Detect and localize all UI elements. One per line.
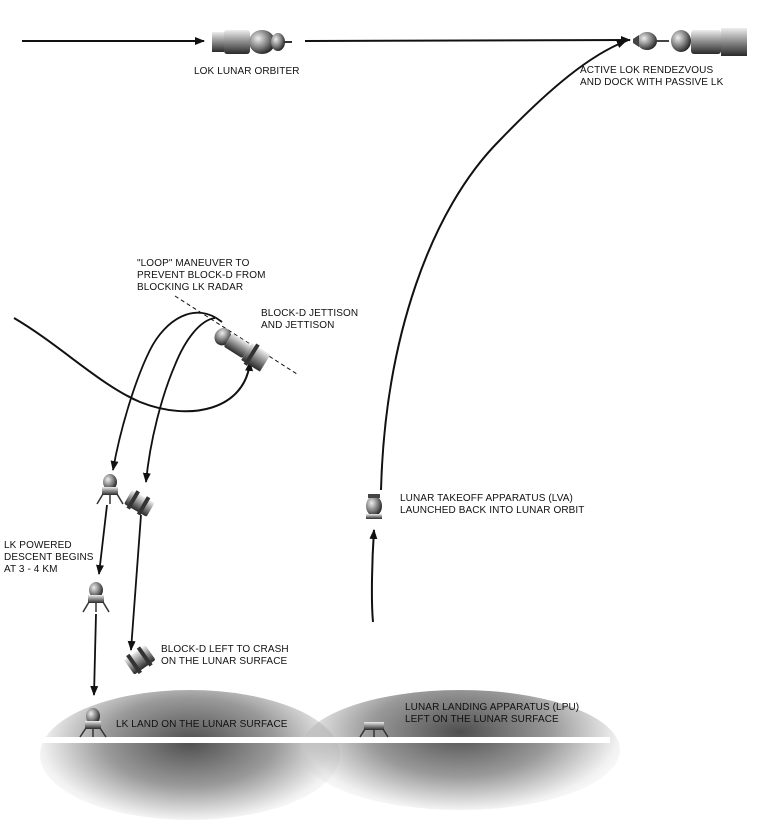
block-d-stage-icon: [124, 645, 155, 675]
lk-descent-arrow-1: [96, 504, 108, 575]
lk-land-label: LK LAND ON THE LUNAR SURFACE: [116, 719, 288, 730]
lok-orbiter-label: LOK LUNAR ORBITER: [194, 66, 300, 77]
lva-ascent-stage-icon: [366, 494, 382, 519]
separation-dashed-line: [174, 295, 298, 375]
docked-lok-lk-icon: [633, 28, 747, 56]
loop-maneuver-label: "LOOP" MANEUVER TO PREVENT BLOCK-D FROM …: [137, 258, 266, 293]
lk-separation-arc: [110, 311, 223, 471]
lk-lander-icon: [79, 708, 107, 738]
lva-launch-arrow: [369, 529, 378, 623]
lok-spacecraft-icon: [212, 30, 292, 54]
lunar-surface-line: [0, 737, 610, 743]
lk-lander-icon: [96, 474, 124, 505]
block-d-stage-icon: [214, 327, 271, 372]
block-d-stage-icon: [124, 490, 154, 517]
blockd-descent-arrow: [127, 514, 142, 651]
block-d-jettison-label: BLOCK-D JETTISON AND JETTISON: [261, 308, 359, 331]
lpu-label: LUNAR LANDING APPARATUS (LPU) LEFT ON TH…: [405, 702, 580, 725]
lk-descent-arrow-2: [90, 613, 99, 696]
orbit-arrow-2: [304, 36, 631, 45]
block-d-crash-label: BLOCK-D LEFT TO CRASH ON THE LUNAR SURFA…: [161, 644, 289, 667]
lk-lander-icon: [82, 582, 110, 613]
rendezvous-label: ACTIVE LOK RENDEZVOUS AND DOCK WITH PASS…: [580, 65, 724, 88]
powered-descent-label: LK POWERED DESCENT BEGINS AT 3 - 4 KM: [4, 540, 94, 575]
lva-ascent-trajectory: [380, 40, 627, 491]
lpu-descent-stage-icon: [359, 722, 389, 738]
lunar-surface-shadow-right: [300, 690, 620, 810]
lva-label: LUNAR TAKEOFF APPARATUS (LVA) LAUNCHED B…: [400, 493, 585, 516]
blockd-separation-arc: [142, 317, 216, 483]
lk-approach-trajectory: [13, 317, 254, 413]
